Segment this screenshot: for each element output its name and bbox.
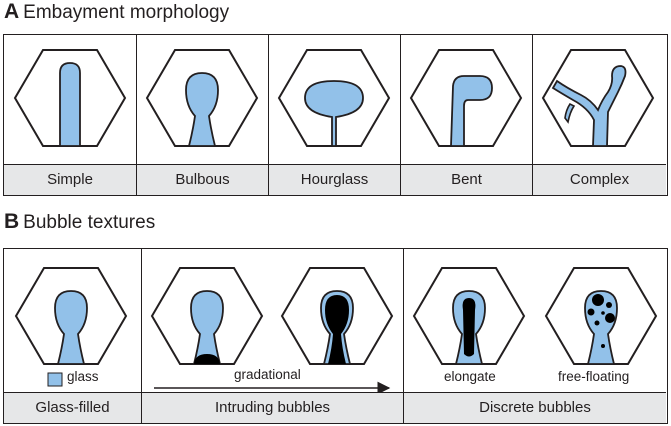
group-discrete-bubbles: Discrete bubbles (403, 249, 666, 423)
intruding-large-bubble (325, 295, 349, 364)
caption-hourglass: Hourglass (269, 164, 400, 195)
bubble-textures-panel: glass gradational elongate free-floating… (3, 248, 668, 424)
elongate-bubble (462, 298, 476, 357)
caption-simple: Simple (4, 164, 136, 195)
intruding-small-bubble (194, 354, 220, 364)
glass-filled-drawing (14, 267, 128, 365)
cell-complex: Complex (532, 35, 666, 195)
simple-drawing (13, 49, 127, 147)
cell-simple: Simple (4, 35, 136, 195)
cell-hourglass: Hourglass (268, 35, 400, 195)
glass-filled-embayment (54, 290, 88, 365)
caption-complex: Complex (533, 164, 666, 195)
simple-embayment (59, 62, 81, 147)
bent-drawing (409, 49, 523, 147)
complex-drawing (541, 49, 655, 147)
free-floating-bubble (594, 320, 600, 326)
complex-embayment (551, 65, 627, 147)
section-a-title-text: Embayment morphology (23, 2, 230, 23)
free-floating-bubble (605, 313, 615, 323)
intruding-small-embayment (190, 290, 224, 365)
caption-bent: Bent (401, 164, 532, 195)
bent-embayment (450, 75, 493, 147)
caption-intruding-bubbles: Intruding bubbles (142, 392, 403, 423)
section-a-letter: A (4, 0, 20, 23)
free-floating-bubble (601, 311, 605, 315)
section-b-letter: B (4, 210, 20, 233)
intruding-bubble-large-drawing (280, 267, 394, 365)
gradational-label: gradational (234, 367, 301, 382)
free-floating-bubble (587, 308, 595, 316)
free-floating-bubble (606, 302, 612, 308)
caption-discrete-bubbles: Discrete bubbles (404, 392, 666, 423)
embayment-morphology-drawings (13, 49, 655, 147)
free-floating-drawing (544, 267, 658, 365)
cell-bulbous: Bulbous (136, 35, 268, 195)
glass-legend-swatch (47, 372, 63, 387)
group-intruding-bubbles: Intruding bubbles (141, 249, 403, 423)
cell-bent: Bent (400, 35, 532, 195)
elongate-drawing (412, 267, 526, 365)
bulbous-embayment (185, 72, 219, 147)
embayment-morphology-panel: Simple Bulbous Hourglass Bent Complex (3, 34, 668, 196)
section-b-title-text: Bubble textures (23, 212, 156, 233)
free-floating-bubble (601, 344, 605, 348)
hourglass-drawing (277, 49, 391, 147)
free-floating-label: free-floating (558, 369, 630, 384)
intruding-bubble-small-drawing (150, 267, 264, 365)
elongate-label: elongate (444, 369, 496, 384)
group-glass-filled: Glass-filled (4, 249, 141, 423)
hourglass-embayment (304, 80, 364, 147)
bulbous-drawing (145, 49, 259, 147)
glass-legend-label: glass (67, 369, 99, 384)
caption-bulbous: Bulbous (137, 164, 268, 195)
complex-side-branch (564, 102, 576, 124)
caption-glass-filled: Glass-filled (4, 392, 141, 423)
bubble-textures-drawings (14, 267, 658, 394)
free-floating-bubble (592, 294, 604, 306)
